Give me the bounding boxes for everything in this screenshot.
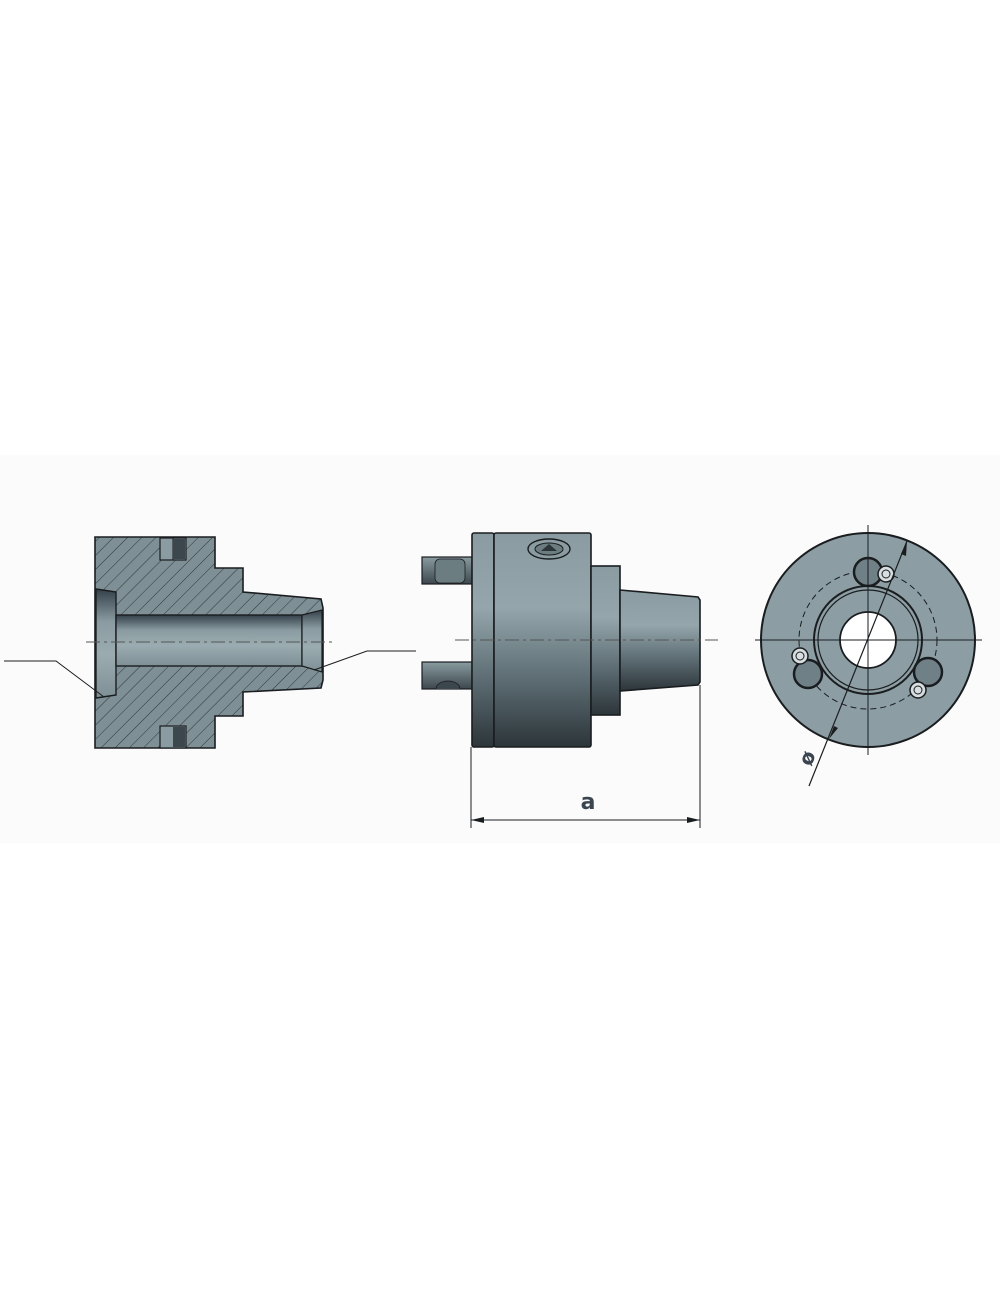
leader-line-right	[313, 650, 416, 671]
clamp-screw-left	[791, 647, 824, 690]
bore-chamfer	[301, 609, 323, 673]
dimension-label-diameter: ø	[793, 747, 820, 769]
counterbore	[95, 588, 117, 699]
clamp-screw-right	[909, 656, 944, 699]
side-view: a	[421, 532, 718, 828]
dimension-label-a: a	[581, 790, 596, 815]
diameter-dimension-line	[808, 540, 908, 787]
end-view: ø	[755, 525, 982, 787]
section-view	[4, 536, 416, 749]
bore	[115, 614, 303, 667]
leader-line-left	[4, 660, 105, 698]
